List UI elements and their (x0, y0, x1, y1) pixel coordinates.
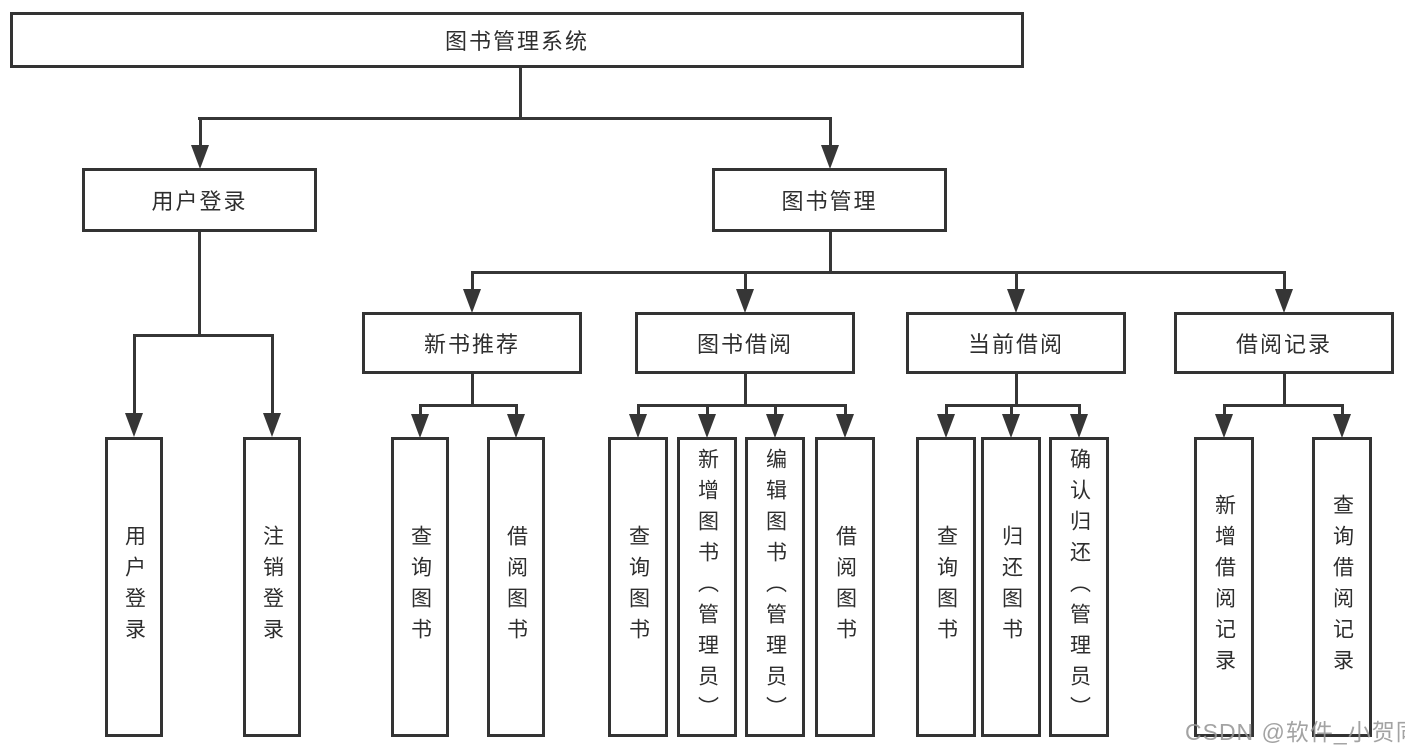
node-new-book-recommendation: 新书推荐 (362, 312, 582, 374)
node-label: 新增借阅记录 (1212, 494, 1236, 680)
connector-arrowhead (1333, 414, 1351, 438)
leaf-add-borrow-record: 新增借阅记录 (1194, 437, 1254, 737)
connector-line (471, 271, 474, 293)
connector-line (945, 404, 1081, 407)
connector-line (1223, 404, 1344, 407)
leaf-borrow-books-borrowing: 借阅图书 (815, 437, 875, 737)
node-label: 当前借阅 (967, 332, 1064, 357)
node-label: 借阅图书 (504, 525, 528, 649)
node-label: 编辑图书（管理员） (763, 447, 787, 727)
connector-line (637, 404, 847, 407)
node-label: 归还图书 (999, 525, 1023, 649)
connector-line (637, 404, 640, 418)
connector-arrowhead (125, 413, 143, 437)
connector-line (271, 334, 274, 416)
connector-line (706, 404, 709, 418)
connector-line (419, 404, 518, 407)
connector-arrowhead (1070, 414, 1088, 438)
connector-arrowhead (1215, 414, 1233, 438)
connector-line (471, 374, 474, 407)
node-label: 查询图书 (934, 525, 958, 649)
connector-line (744, 271, 747, 293)
node-label: 借阅记录 (1235, 332, 1332, 357)
connector-arrowhead (698, 414, 716, 438)
connector-line (829, 232, 832, 274)
node-label: 借阅图书 (833, 525, 857, 649)
connector-line (199, 117, 202, 149)
connector-line (945, 404, 948, 418)
connector-arrowhead (263, 413, 281, 437)
node-library-management-system: 图书管理系统 (10, 12, 1024, 68)
connector-line (1078, 404, 1081, 418)
csdn-watermark: CSDN @软件_小贺同学 (1185, 719, 1405, 745)
connector-arrowhead (507, 414, 525, 438)
connector-arrowhead (411, 414, 429, 438)
connector-arrowhead (1007, 289, 1025, 313)
connector-arrowhead (463, 289, 481, 313)
connector-arrowhead (766, 414, 784, 438)
connector-line (1010, 404, 1013, 418)
connector-line (1015, 374, 1018, 407)
connector-line (1283, 374, 1286, 407)
connector-line (198, 232, 201, 337)
leaf-query-books-recommend: 查询图书 (391, 437, 449, 737)
connector-line (774, 404, 777, 418)
connector-line (829, 117, 832, 149)
node-label: 查询图书 (626, 525, 650, 649)
connector-arrowhead (629, 414, 647, 438)
node-label: 新书推荐 (423, 332, 520, 357)
node-label: 新增图书（管理员） (695, 447, 719, 727)
leaf-user-login: 用户登录 (105, 437, 163, 737)
leaf-confirm-return-admin: 确认归还（管理员） (1049, 437, 1109, 737)
connector-arrowhead (1002, 414, 1020, 438)
connector-arrowhead (1275, 289, 1293, 313)
connector-line (133, 334, 136, 416)
connector-line (515, 404, 518, 418)
connector-line (519, 68, 522, 119)
connector-line (1341, 404, 1344, 418)
node-label: 用户登录 (122, 525, 146, 649)
node-label: 查询借阅记录 (1330, 494, 1354, 680)
connector-line (198, 117, 832, 120)
leaf-return-books: 归还图书 (981, 437, 1041, 737)
node-label: 图书管理系统 (444, 29, 589, 54)
leaf-query-books-borrowing: 查询图书 (608, 437, 668, 737)
node-label: 图书管理 (781, 189, 878, 214)
connector-line (471, 271, 1286, 274)
node-label: 确认归还（管理员） (1067, 447, 1091, 727)
connector-arrowhead (736, 289, 754, 313)
leaf-add-books-admin: 新增图书（管理员） (677, 437, 737, 737)
connector-line (1283, 271, 1286, 293)
connector-line (133, 334, 274, 337)
connector-line (419, 404, 422, 418)
connector-arrowhead (937, 414, 955, 438)
leaf-borrow-books-recommend: 借阅图书 (487, 437, 545, 737)
connector-line (844, 404, 847, 418)
node-label: 用户登录 (151, 189, 248, 214)
connector-arrowhead (836, 414, 854, 438)
connector-arrowhead (821, 145, 839, 169)
leaf-edit-books-admin: 编辑图书（管理员） (745, 437, 805, 737)
connector-arrowhead (191, 145, 209, 169)
leaf-logout: 注销登录 (243, 437, 301, 737)
node-book-management: 图书管理 (712, 168, 947, 232)
connector-line (744, 374, 747, 407)
node-book-borrowing: 图书借阅 (635, 312, 855, 374)
connector-line (1015, 271, 1018, 293)
node-label: 查询图书 (408, 525, 432, 649)
leaf-query-borrow-record: 查询借阅记录 (1312, 437, 1372, 737)
connector-line (1223, 404, 1226, 418)
leaf-query-books-current: 查询图书 (916, 437, 976, 737)
node-label: 注销登录 (260, 525, 284, 649)
node-user-login: 用户登录 (82, 168, 317, 232)
node-current-borrowing: 当前借阅 (906, 312, 1126, 374)
node-label: 图书借阅 (696, 332, 793, 357)
node-borrowing-records: 借阅记录 (1174, 312, 1394, 374)
